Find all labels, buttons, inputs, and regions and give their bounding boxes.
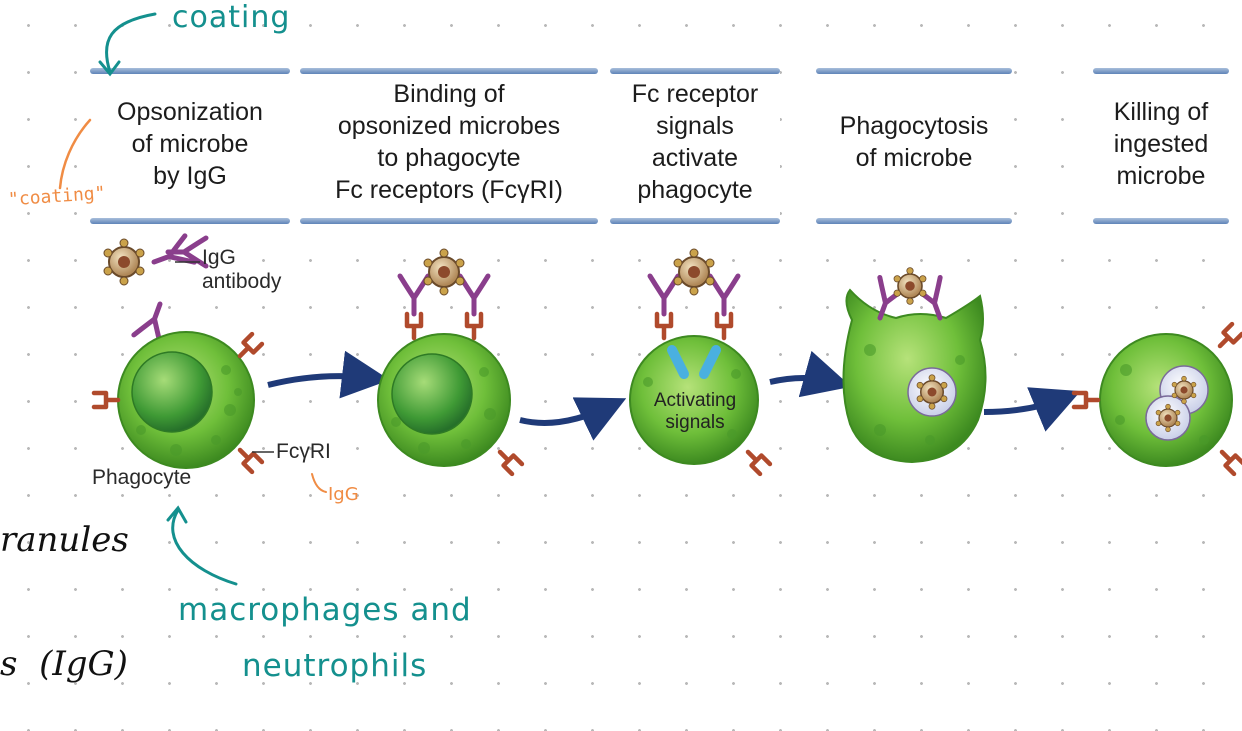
granules-partial-annotation: ranules (0, 520, 129, 560)
header-bar (610, 68, 780, 74)
step-header-phagocytosis: Phagocytosis of microbe (816, 68, 1012, 224)
phagocyte-label: Phagocyte (92, 466, 192, 489)
igg-antibody-label: IgG antibody (202, 246, 282, 293)
step-title: Killing of ingested microbe (1113, 98, 1209, 190)
header-bar (816, 68, 1012, 74)
engulfing-phagocyte (842, 288, 987, 464)
header-bar (90, 218, 290, 224)
fcgri-label: FcγRI (276, 440, 331, 463)
teal-phagocyte-arrow (171, 508, 238, 586)
header-bar (1093, 218, 1229, 224)
step-title: Opsonization of microbe by IgG (117, 98, 263, 190)
header-bar (610, 218, 780, 224)
process-arrow (519, 397, 627, 441)
macrophages-annotation: macrophages and (178, 592, 472, 628)
header-bar (816, 218, 1012, 224)
step-title: Fc receptor signals activate phagocyte (631, 80, 759, 204)
header-bar (1093, 68, 1229, 74)
igg-partial-annotation: s (IgG) (0, 644, 128, 684)
process-arrow (983, 387, 1081, 432)
header-bar (300, 218, 598, 224)
teal-annotation-arrow (105, 12, 157, 74)
phagocyte-cell (117, 331, 255, 469)
orange-annotation-arrow (58, 118, 92, 190)
activating-signals-label: Activating signals (653, 390, 737, 433)
coating-annotation: coating (172, 0, 291, 35)
orange-igg-pointer (311, 473, 327, 493)
process-arrow (267, 350, 390, 399)
step-title: Binding of opsonized microbes to phagocy… (335, 80, 563, 204)
step-header-killing: Killing of ingested microbe (1093, 68, 1229, 224)
opsonized-microbe (103, 238, 145, 286)
header-bar (300, 68, 598, 74)
neutrophils-annotation: neutrophils (242, 648, 428, 684)
process-arrow (769, 350, 852, 398)
step-header-opsonization: Opsonization of microbe by IgG (90, 68, 290, 224)
step-header-activation: Fc receptor signals activate phagocyte (610, 68, 780, 224)
step-header-binding: Binding of opsonized microbes to phagocy… (300, 68, 598, 224)
step-title: Phagocytosis of microbe (839, 112, 989, 172)
header-bar (90, 68, 290, 74)
igg-annotation: IgG (328, 484, 359, 505)
